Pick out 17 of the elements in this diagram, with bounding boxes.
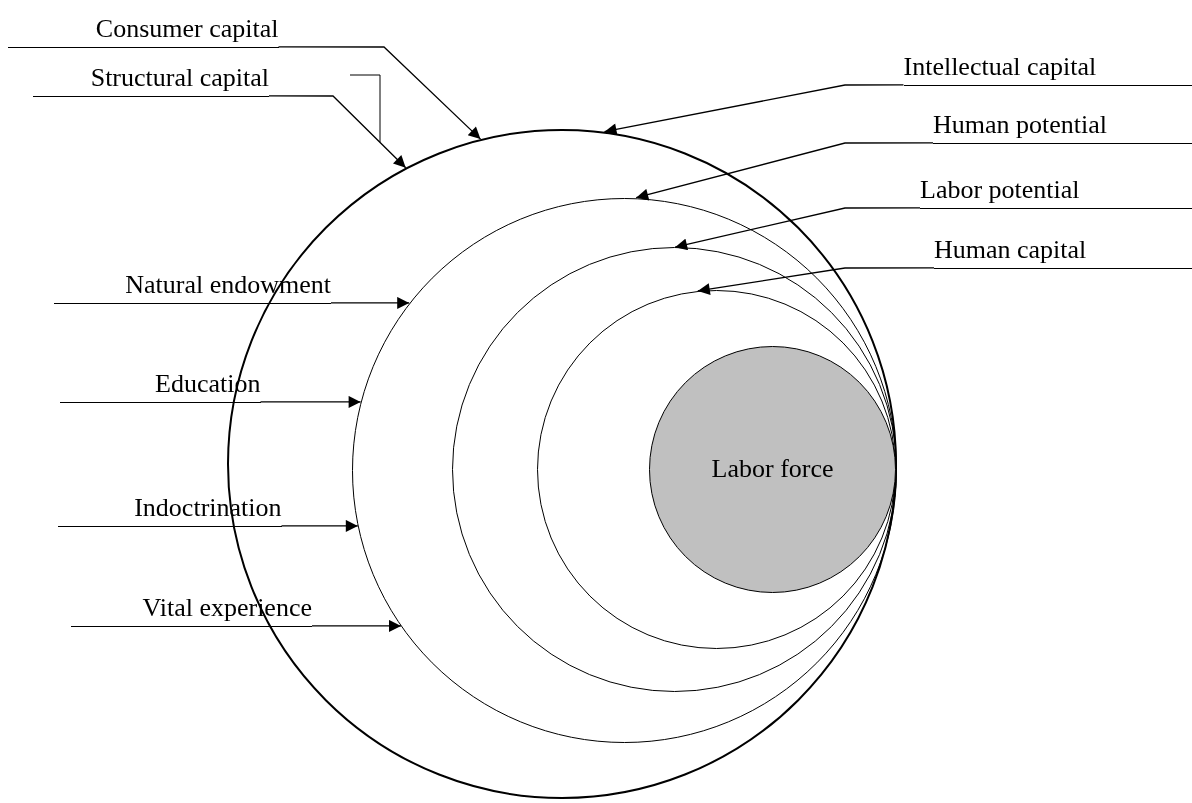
leader-arrow <box>603 84 905 136</box>
leader-arrow <box>311 619 402 632</box>
leader-label: Labor potential <box>920 175 1192 209</box>
leader-arrow <box>268 95 407 169</box>
leader-arrow <box>280 519 359 532</box>
leader-label: Intellectual capital <box>903 52 1192 86</box>
leader-arrow <box>277 46 482 140</box>
leader-label: Human potential <box>933 110 1192 144</box>
leader-arrow <box>697 267 935 295</box>
circle-label: Labor force <box>711 454 834 485</box>
leader-arrow <box>674 207 921 251</box>
leader-label: Consumer capital <box>8 14 279 48</box>
leader-label: Human capital <box>934 235 1192 269</box>
leader-arrow <box>330 296 410 309</box>
leader-arrow <box>259 395 362 408</box>
leader-label: Structural capital <box>33 63 269 97</box>
leader-arrow <box>635 142 934 201</box>
